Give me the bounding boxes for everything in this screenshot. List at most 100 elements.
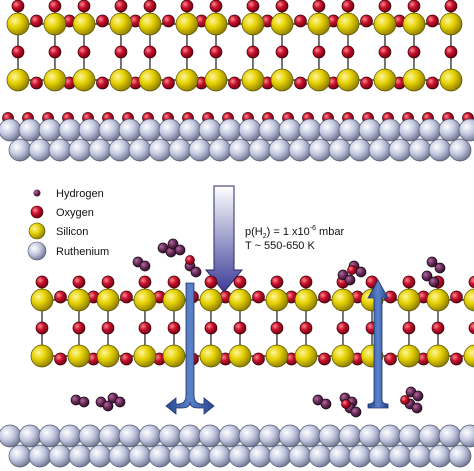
legend-label-oxygen: Oxygen (56, 207, 94, 219)
oxygen-atom (162, 76, 175, 90)
oxygen-atom (426, 14, 439, 28)
ruthenium-atom (288, 444, 312, 468)
ruthenium-atom (318, 424, 342, 448)
legend-label-ruthenium: Ruthenium (56, 246, 109, 258)
legend-item-ruthenium: Ruthenium (27, 241, 109, 261)
ruthenium-atom (178, 424, 202, 448)
oxygen-atom (402, 321, 416, 335)
oxygen-atom (228, 14, 241, 28)
ruthenium-atom (328, 138, 352, 162)
silicon-atom (402, 68, 426, 92)
oxygen-atom (294, 76, 307, 90)
ruthenium-atom (68, 444, 92, 468)
hydrogen-atom (102, 400, 114, 412)
ruthenium-atom (358, 118, 382, 142)
ruthenium-atom (78, 424, 102, 448)
oxygen-atom (246, 0, 260, 13)
oxygen-atom (204, 275, 218, 289)
hydrogen-atom (434, 262, 446, 274)
oxygen-atom (407, 45, 421, 59)
ruthenium-atom (78, 118, 102, 142)
oxygen-atom (72, 275, 86, 289)
oxygen-atom (233, 321, 247, 335)
silicon-atom (175, 12, 199, 36)
legend-item-silicon: Silicon (28, 222, 88, 240)
silicon-atom (294, 344, 318, 368)
silicon-atom (463, 288, 474, 312)
oxygen-atom (402, 275, 416, 289)
ruthenium-atom (188, 138, 212, 162)
oxygen-atom (180, 45, 194, 59)
flow-arrow-right (367, 279, 389, 409)
oxygen-atom (400, 395, 410, 405)
silicon-atom-icon (28, 222, 46, 240)
silicon-atom (307, 12, 331, 36)
oxygen-atom (444, 0, 458, 13)
ruthenium-atom (308, 444, 332, 468)
silicon-atom (67, 288, 91, 312)
hydrogen-atom (139, 260, 151, 272)
oxygen-atom (347, 265, 357, 275)
ruthenium-atom (228, 444, 252, 468)
legend: Hydrogen Oxygen Silicon Ruthenium (27, 188, 109, 261)
silicon-atom (6, 68, 30, 92)
oxygen-atom (114, 0, 128, 13)
silicon-atom (397, 288, 421, 312)
silicon-atom (241, 68, 265, 92)
silicon-atom (228, 344, 252, 368)
oxygen-atom-icon (30, 205, 44, 219)
silicon-atom (265, 288, 289, 312)
ruthenium-atom (178, 118, 202, 142)
ruthenium-atom (448, 138, 472, 162)
ruthenium-atom (248, 138, 272, 162)
hydrogen-atom (114, 396, 126, 408)
hydrogen-atom (411, 402, 423, 414)
ruthenium-atom (398, 118, 422, 142)
oxygen-atom (378, 45, 392, 59)
ruthenium-atom (378, 424, 402, 448)
oxygen-atom (35, 321, 49, 335)
ruthenium-atom (0, 424, 22, 448)
ruthenium-atom (278, 424, 302, 448)
silicon-atom (336, 12, 360, 36)
ruthenium-atom (298, 118, 322, 142)
legend-label-hydrogen: Hydrogen (56, 188, 104, 200)
ruthenium-atom (58, 424, 82, 448)
hydrogen-atom (174, 244, 186, 256)
ruthenium-atom (88, 138, 112, 162)
hydrogen-atom (320, 398, 332, 410)
oxygen-atom (209, 0, 223, 13)
silicon-atom (67, 344, 91, 368)
silicon-atom (72, 68, 96, 92)
process-arrow (204, 185, 244, 293)
ruthenium-atom (118, 424, 142, 448)
oxygen-atom (336, 321, 350, 335)
oxygen-atom (96, 76, 109, 90)
ruthenium-atom (388, 138, 412, 162)
oxygen-atom (101, 275, 115, 289)
ruthenium-atom (138, 118, 162, 142)
oxygen-atom (101, 321, 115, 335)
oxygen-atom (48, 45, 62, 59)
ruthenium-atom (118, 118, 142, 142)
oxygen-atom (209, 45, 223, 59)
oxygen-atom (252, 352, 265, 366)
silicon-atom (43, 12, 67, 36)
ruthenium-atom (28, 138, 52, 162)
ruthenium-atom (148, 138, 172, 162)
bilayer-top-atoms (6, 0, 463, 92)
hydrogen-atom (421, 270, 433, 282)
ruthenium-atom (378, 118, 402, 142)
silicon-atom (162, 288, 186, 312)
oxygen-atom (120, 352, 133, 366)
ruthenium-atom (458, 118, 474, 142)
oxygen-atom (270, 321, 284, 335)
hydrogen-atom (412, 390, 424, 402)
ruthenium-atom (428, 444, 452, 468)
ruthenium-atom (268, 444, 292, 468)
ruthenium-atom (138, 424, 162, 448)
ruthenium-atom (348, 138, 372, 162)
ruthenium-atom (158, 118, 182, 142)
silicon-atom (72, 12, 96, 36)
oxygen-atom (72, 321, 86, 335)
